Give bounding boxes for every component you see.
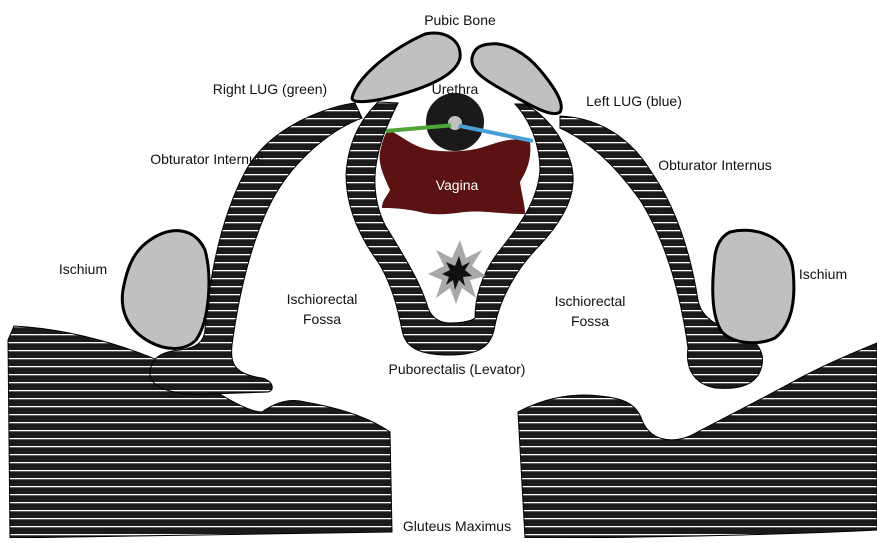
ischium-right: [713, 230, 794, 342]
label-ischiorectal-fossa-left-2: Fossa: [303, 311, 341, 327]
label-ischium-right: Ischium: [799, 266, 847, 282]
label-obturator-internus-left: Obturator Internus: [150, 151, 264, 167]
ischium-left: [122, 231, 209, 349]
pubic-bone-right: [472, 44, 561, 114]
urethra-center: [451, 121, 459, 129]
label-gluteus-maximus: Gluteus Maximus: [403, 518, 511, 534]
label-right-lug: Right LUG (green): [213, 81, 327, 97]
label-urethra: Urethra: [432, 81, 479, 97]
label-ischiorectal-fossa-right-2: Fossa: [571, 313, 609, 329]
label-left-lug: Left LUG (blue): [586, 93, 682, 109]
label-puborectalis: Puborectalis (Levator): [389, 361, 526, 377]
label-obturator-internus-right: Obturator Internus: [658, 157, 772, 173]
label-ischium-left: Ischium: [59, 261, 107, 277]
label-ischiorectal-fossa-right-1: Ischiorectal: [555, 293, 626, 309]
label-ischiorectal-fossa-left-1: Ischiorectal: [287, 291, 358, 307]
label-pubic-bone: Pubic Bone: [424, 12, 496, 28]
label-vagina: Vagina: [436, 177, 479, 193]
